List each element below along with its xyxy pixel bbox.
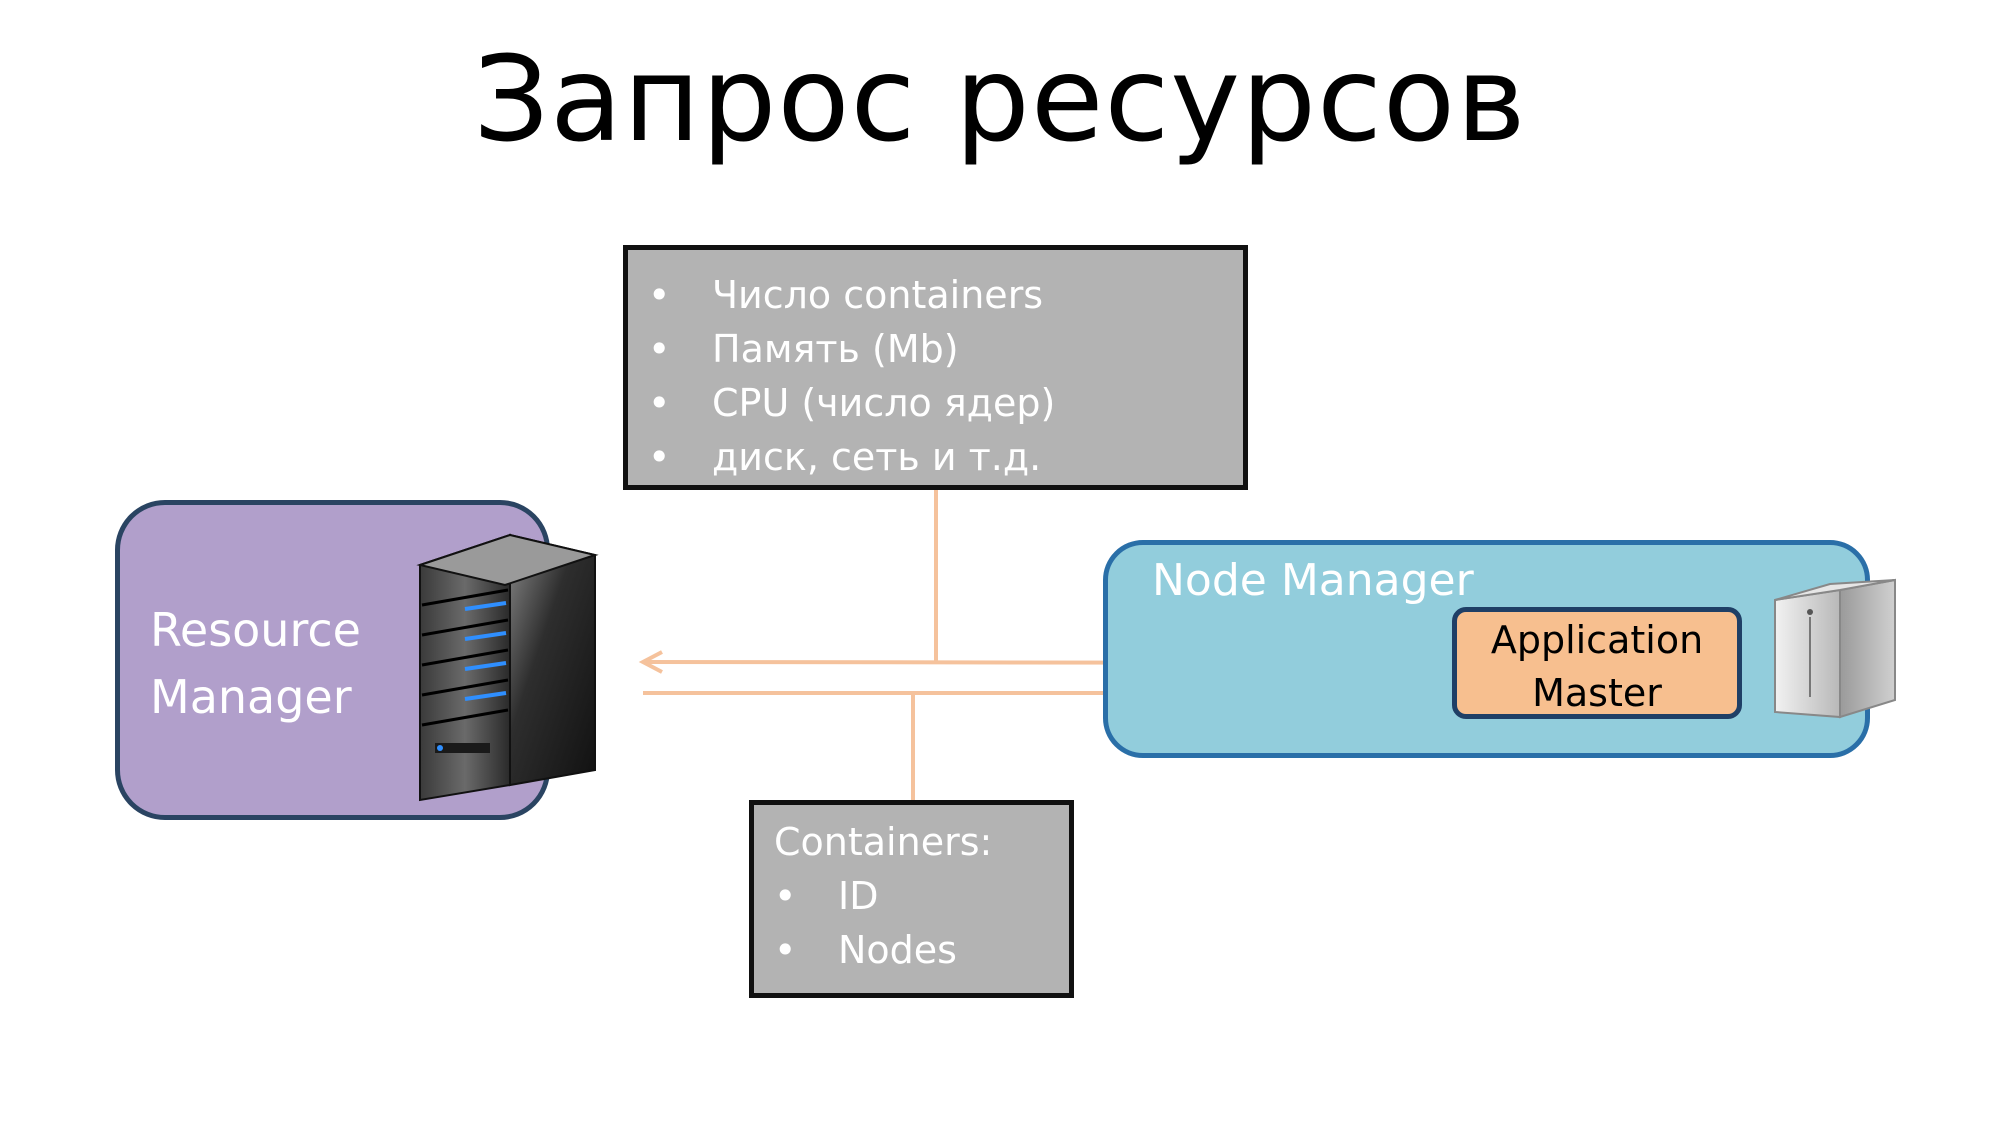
containers-item-nodes: Nodes [754, 923, 1069, 977]
storage-server-icon [1774, 578, 1896, 719]
request-item-cpu: CPU (число ядер) [628, 376, 1243, 430]
application-master-box: Application Master [1452, 607, 1742, 719]
page-title: Запрос ресурсов [473, 30, 1527, 168]
arrowhead-left [638, 650, 663, 674]
request-item-containers: Число containers [628, 268, 1243, 322]
resource-request-box: Число containers Память (Mb) CPU (число … [623, 245, 1248, 490]
containers-info-box: Containers: ID Nodes [749, 800, 1074, 998]
server-tower-icon [416, 533, 599, 802]
request-item-memory: Память (Mb) [628, 322, 1243, 376]
resource-manager-label: Resource Manager [150, 603, 361, 724]
node-manager-label: Node Manager [1152, 555, 1474, 606]
containers-item-id: ID [754, 869, 1069, 923]
containers-heading: Containers: [774, 820, 993, 864]
request-item-disk-network: диск, сеть и т.д. [628, 430, 1243, 484]
